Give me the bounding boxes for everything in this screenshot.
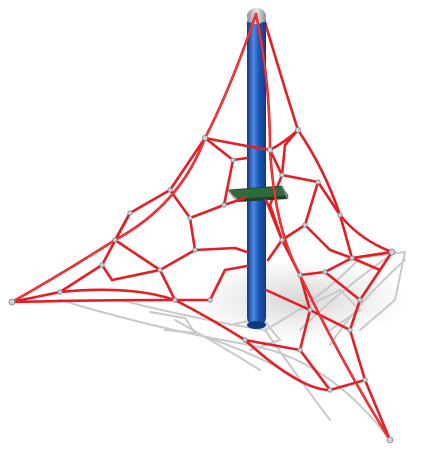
rope-connectors — [8, 127, 396, 444]
central-mast — [247, 8, 266, 329]
back-ropes — [260, 10, 394, 260]
front-ropes — [10, 12, 394, 442]
